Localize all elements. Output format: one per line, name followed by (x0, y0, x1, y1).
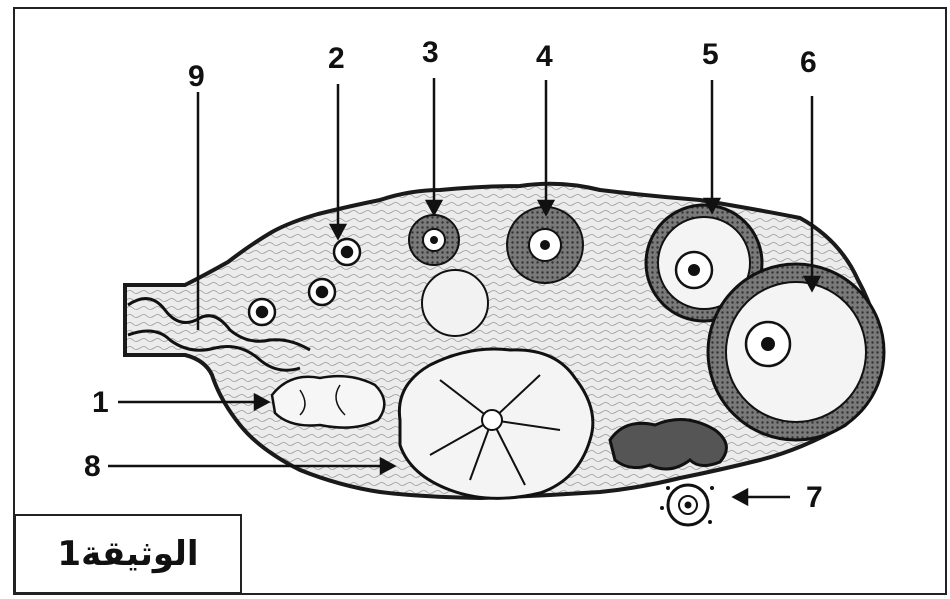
secondary-follicle (507, 207, 583, 283)
primary-follicle (409, 215, 459, 265)
document-caption: الوثيقة1 (57, 534, 198, 574)
label-3: 3 (422, 36, 439, 69)
mature-follicle (708, 264, 884, 440)
label-6: 6 (800, 46, 817, 79)
label-7: 7 (806, 481, 823, 514)
label-4: 4 (536, 40, 553, 73)
ovulation-rupture (610, 420, 726, 469)
released-oocyte (660, 485, 714, 525)
document-caption-box: الوثيقة1 (14, 514, 242, 594)
corpus-albicans (272, 376, 384, 427)
corpus-luteum (399, 349, 592, 498)
label-9: 9 (188, 60, 205, 93)
label-2: 2 (328, 42, 345, 75)
label-8: 8 (84, 450, 101, 483)
label-5: 5 (702, 38, 719, 71)
atretic-follicle (422, 270, 488, 336)
label-1: 1 (92, 386, 109, 419)
